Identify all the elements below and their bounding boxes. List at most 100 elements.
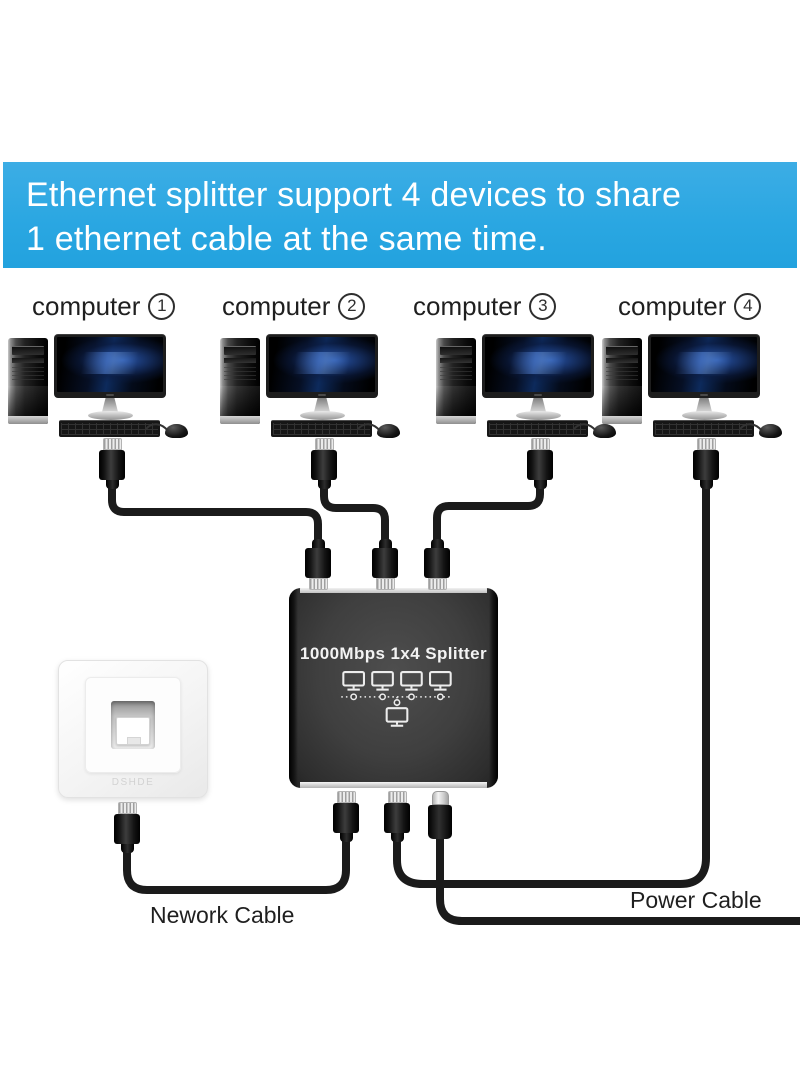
tower-gloss [436,386,476,416]
computer-3-illustration [436,330,621,452]
rj45-boot [339,833,353,842]
tower-base [220,416,260,424]
ethernet-jack-insert [116,717,150,745]
rj45-boot [430,539,444,548]
tower-base [8,416,48,424]
splitter-title: 1000Mbps 1x4 Splitter [300,644,487,663]
keyboard [271,420,372,437]
usb-metal-tip [431,791,449,805]
headline-banner: Ethernet splitter support 4 devices to s… [3,162,797,268]
computer-2-illustration [220,330,405,452]
tower-vents [606,367,638,381]
monitor-screen [57,337,163,392]
monitor-stand [102,398,118,412]
network-cable-wallplate-to-splitter [123,834,350,894]
tower-drive-bay [224,358,256,363]
rj45-boot [311,539,325,548]
desktop-tower [8,338,48,424]
rj45-clear-tip [427,578,447,590]
banner-text-line1: Ethernet splitter support 4 devices to s… [26,176,682,214]
rj45-clear-tip [308,578,328,590]
rj45-connector-splitter-top1 [304,539,332,590]
tower-drive-bay [12,346,44,355]
ethernet-splitter-device: 1000Mbps 1x4 Splitter [289,588,498,788]
rj45-connector-computer1 [98,438,126,489]
power-cable-label: Power Cable [630,887,762,913]
ethernet-wall-jack [111,701,155,749]
mouse [759,424,782,438]
wall-plate-brand-text: DSHDE [111,777,155,788]
keyboard [59,420,160,437]
ethernet-wall-plate: DSHDE [58,660,208,798]
monitor-stand [314,398,330,412]
tower-drive-bay [440,346,472,355]
monitor [648,334,760,398]
rj45-body [311,450,337,480]
banner-text-line2: 1 ethernet cable at the same time. [26,220,547,258]
circled-number-2: 2 [338,292,366,320]
rj45-clear-tip [696,438,716,450]
tower-drive-bay [606,346,638,355]
rj45-body [333,803,359,833]
rj45-body [424,548,450,578]
monitor-screen [651,337,757,392]
splitter-diagram-icon [340,671,453,727]
rj45-boot [105,480,119,489]
network-cable-label: Nework Cable [150,902,295,928]
computer-3-label-text: computer [413,290,522,321]
tower-drive-bay [440,358,472,363]
monitor-stand-base [682,411,727,420]
tower-drive-bay [12,358,44,363]
keyboard [487,420,588,437]
mouse [593,424,616,438]
usb-power-connector [426,791,454,839]
rj45-boot [390,833,404,842]
tower-drive-bay [224,346,256,355]
computer-1-illustration [8,330,193,452]
splitter-top-edge [300,588,487,593]
monitor-screen [269,337,375,392]
mouse-cord [739,423,763,432]
rj45-connector-computer2 [310,438,338,489]
rj45-connector-splitter-bottom2 [383,791,411,842]
computer-4-label-text: computer [618,290,727,321]
usb-body [428,805,452,839]
computer-2-label: computer 2 [222,290,366,321]
mouse [165,424,188,438]
desktop-tower [436,338,476,424]
computer-1-label-text: computer [32,290,141,321]
tower-base [436,416,476,424]
rj45-body [384,803,410,833]
rj45-clear-tip [102,438,122,450]
desktop-tower [602,338,642,424]
rj45-clear-tip [314,438,334,450]
monitor [482,334,594,398]
rj45-body [99,450,125,480]
rj45-clear-tip [336,791,356,803]
rj45-connector-splitter-bottom1 [332,791,360,842]
computer-3-label: computer 3 [413,290,557,321]
monitor-stand-base [300,411,345,420]
rj45-clear-tip [387,791,407,803]
tower-gloss [602,386,642,416]
circled-number-1: 1 [148,292,176,320]
rj45-body [114,814,140,844]
computer-4-illustration [602,330,787,452]
rj45-boot [120,844,134,853]
monitor-screen [485,337,591,392]
mouse [377,424,400,438]
splitter-left-edge [289,588,298,788]
rj45-connector-splitter-top2 [371,539,399,590]
desktop-tower [220,338,260,424]
tower-drive-bay [606,358,638,363]
circled-number-3: 3 [529,292,557,320]
monitor-stand [530,398,546,412]
monitor [266,334,378,398]
computer-4-label: computer 4 [618,290,762,321]
rj45-body [305,548,331,578]
computer-1-label: computer 1 [32,290,176,321]
computer-2-label-text: computer [222,290,331,321]
rj45-clear-tip [375,578,395,590]
mouse-cord [573,423,597,432]
